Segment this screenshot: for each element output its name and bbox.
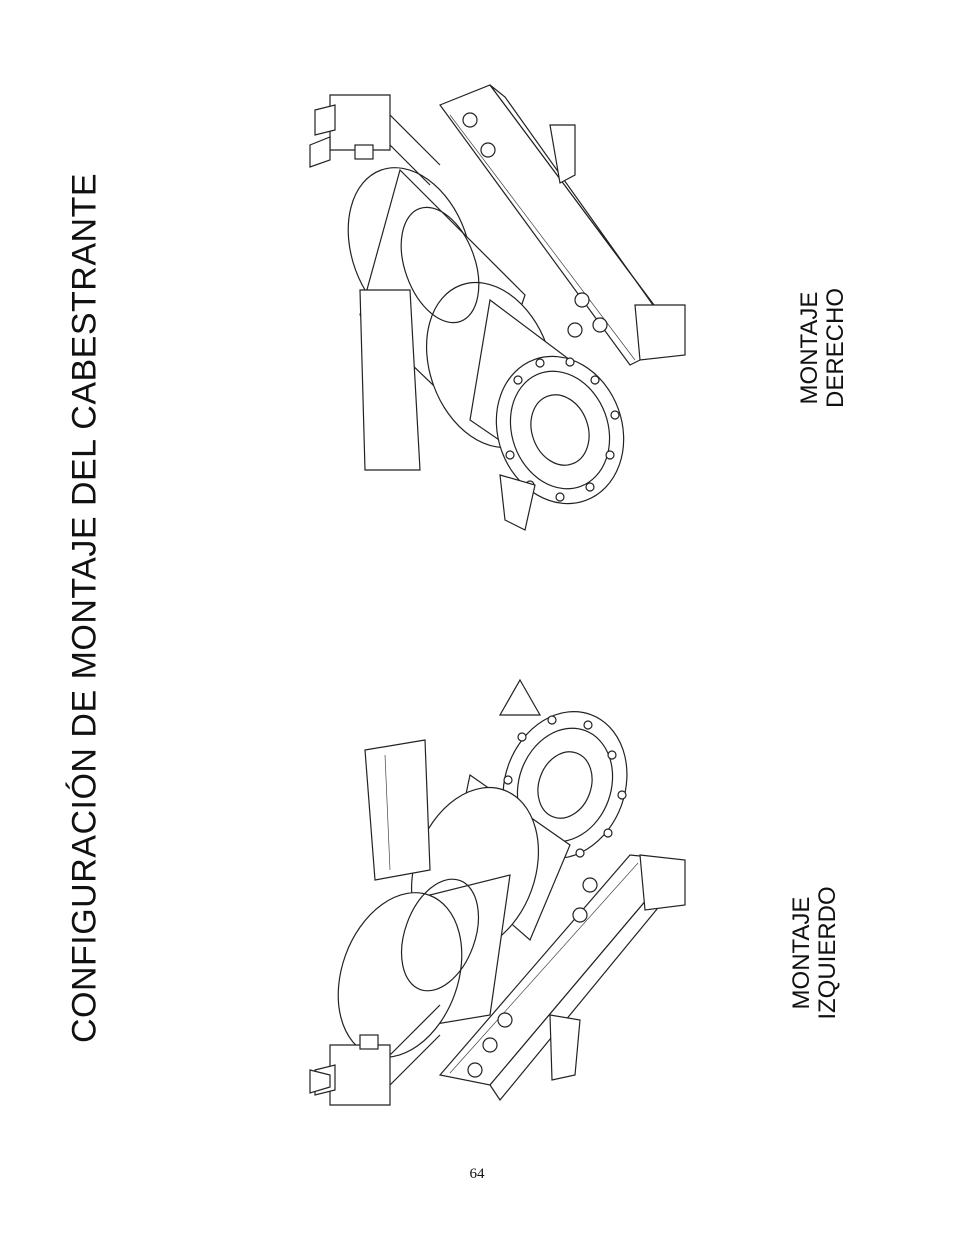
right-mount-label-line2: DERECHO [822,287,849,408]
page-title: CONFIGURACIÓN DE MONTAJE DEL CABESTRANTE [65,172,104,1043]
winch-left-mount-drawing [290,675,700,1145]
left-mount-label-line1: MONTAJE [788,896,815,1009]
left-mount-label: MONTAJE IZQUIERDO [780,886,850,1019]
right-mount-label: MONTAJE DERECHO [788,287,858,408]
left-mount-label-line2: IZQUIERDO [814,885,841,1020]
page-number: 64 [469,1166,485,1182]
title-container: CONFIGURACIÓN DE MONTAJE DEL CABESTRANTE [55,172,115,1042]
right-mount-label-line1: MONTAJE [796,291,823,404]
winch-right-mount-drawing [290,75,700,545]
